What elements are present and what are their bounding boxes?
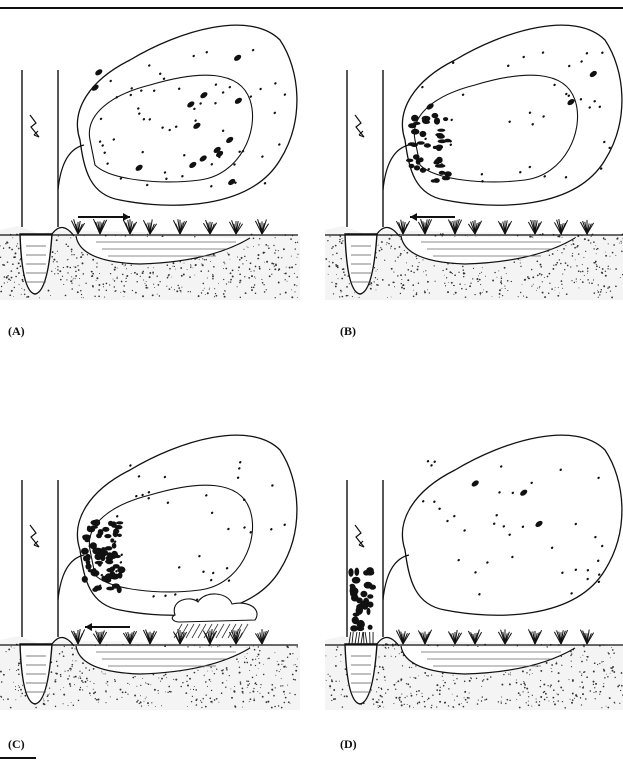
panel-d-illustration xyxy=(325,410,623,750)
wetland-vegetation xyxy=(396,219,593,234)
panel-b-illustration xyxy=(325,0,623,340)
plume-particles xyxy=(98,461,286,602)
panel-a: (A) xyxy=(0,0,311,340)
tributary-inflow xyxy=(58,555,84,600)
wetland-vegetation xyxy=(71,219,268,234)
wetland-vegetation xyxy=(71,629,268,644)
plume-particles xyxy=(421,51,612,183)
panel-c-label: (C) xyxy=(8,737,25,752)
panel-b: (B) xyxy=(325,0,623,340)
flow-arrow-head xyxy=(410,213,417,221)
bottom-rule xyxy=(0,757,36,759)
tributary-inflow xyxy=(58,145,84,190)
panel-c: (C) xyxy=(0,410,311,750)
plume-particles xyxy=(422,460,604,596)
channel-cluster xyxy=(348,567,376,632)
flow-arrow-head xyxy=(85,623,92,631)
tributary-inflow xyxy=(383,145,409,190)
panel-a-illustration xyxy=(0,0,311,340)
panel-b-label: (B) xyxy=(340,324,356,339)
outlet-cluster xyxy=(406,113,452,183)
plume-inner xyxy=(89,75,252,182)
panel-d-label: (D) xyxy=(340,737,357,752)
panel-d: (D) xyxy=(325,410,623,750)
tributary-inflow xyxy=(383,555,409,600)
panel-c-illustration xyxy=(0,410,311,750)
wetland-vegetation xyxy=(396,629,593,644)
plume-particles xyxy=(90,48,286,187)
plume-outer xyxy=(77,25,296,205)
panel-a-label: (A) xyxy=(8,324,25,339)
channel-vegetation xyxy=(349,632,373,644)
flow-arrow-head xyxy=(123,213,130,221)
rain-cloud xyxy=(172,594,257,622)
